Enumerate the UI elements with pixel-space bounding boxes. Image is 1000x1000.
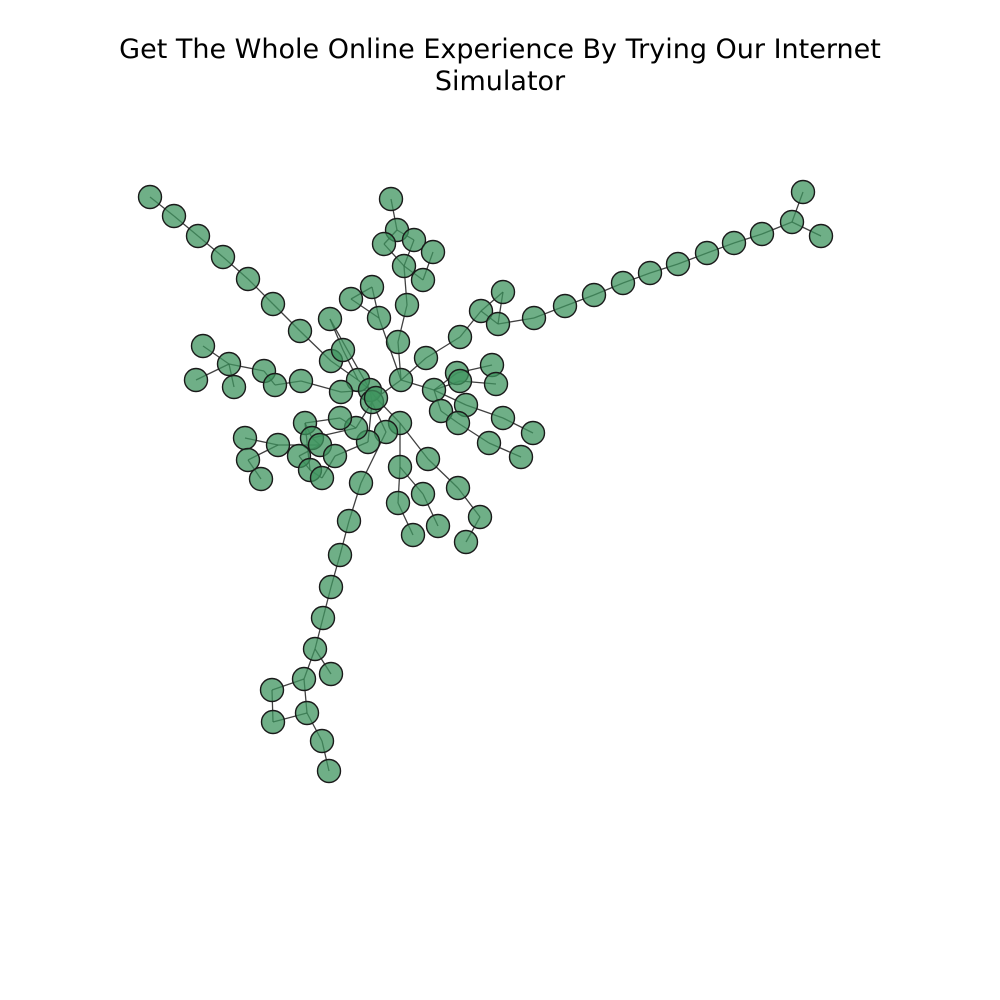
chart-title-line-2: Simulator [434, 66, 566, 97]
graph-node [721, 230, 747, 256]
graph-node [310, 605, 336, 631]
graph-node [447, 324, 473, 350]
graph-node [790, 179, 816, 205]
graph-node [394, 292, 420, 318]
graph-node [485, 311, 511, 337]
graph-node [322, 443, 348, 469]
graph-node [410, 267, 436, 293]
graph-node [371, 231, 397, 257]
graph-node [327, 542, 353, 568]
graph-node [210, 244, 236, 270]
graph-node [445, 475, 471, 501]
graph-node [391, 253, 417, 279]
graph-node [520, 420, 546, 446]
graph-node [749, 221, 775, 247]
graph-node [291, 666, 317, 692]
graph-node [413, 345, 439, 371]
graph-node [302, 636, 328, 662]
chart-title: Get The Whole Online Experience By Tryin… [100, 34, 900, 98]
graph-node [216, 351, 242, 377]
graph-node [508, 444, 534, 470]
graph-node [309, 728, 335, 754]
graph-node [327, 405, 353, 431]
graph-node [490, 405, 516, 431]
graph-node [387, 454, 413, 480]
graph-node [490, 279, 516, 305]
graph-node [401, 227, 427, 253]
graph-node [294, 700, 320, 726]
graph-node [665, 251, 691, 277]
graph-node [808, 223, 834, 249]
graph-node [483, 371, 509, 397]
graph-node [694, 240, 720, 266]
graph-node [388, 367, 414, 393]
graph-node [318, 574, 344, 600]
graph-node [521, 305, 547, 331]
graph-node [260, 291, 286, 317]
graph-node [425, 513, 451, 539]
graph-node [552, 293, 578, 319]
graph-node [366, 305, 392, 331]
graph-node [259, 677, 285, 703]
graph-node [328, 379, 354, 405]
graph-node [161, 203, 187, 229]
graph-node [309, 465, 335, 491]
graph-node [447, 368, 473, 394]
graph-node [415, 446, 441, 472]
graph-node [235, 266, 261, 292]
graph-node [610, 270, 636, 296]
chart-title-line-1: Get The Whole Online Experience By Tryin… [119, 34, 881, 65]
graph-node [476, 430, 502, 456]
graph-node [359, 274, 385, 300]
graph-node [779, 209, 805, 235]
graph-node [445, 410, 471, 436]
graph-node [235, 447, 261, 473]
graph-node [338, 286, 364, 312]
graph-node [378, 186, 404, 212]
graph-node [137, 184, 163, 210]
graph-node [330, 337, 356, 363]
graph-node [221, 374, 247, 400]
graph-node [190, 333, 216, 359]
graph-node [400, 522, 426, 548]
graph-node [410, 481, 436, 507]
graph-node [581, 282, 607, 308]
graph-node [265, 432, 291, 458]
graph-node [385, 329, 411, 355]
graph-node [260, 709, 286, 735]
graph-node [428, 398, 454, 424]
graph-node [637, 260, 663, 286]
graph-node [453, 529, 479, 555]
graph-node [421, 377, 447, 403]
graph-node [316, 758, 342, 784]
graph-node [183, 367, 209, 393]
graph-node [185, 223, 211, 249]
graph-node [232, 425, 258, 451]
graph-node [363, 385, 389, 411]
graph-node [262, 372, 288, 398]
graph-node [248, 466, 274, 492]
graph-node [318, 661, 344, 687]
graph-node [468, 298, 494, 324]
graph-node [467, 504, 493, 530]
graph-nodes [137, 179, 834, 784]
graph-node [317, 306, 343, 332]
graph-node [287, 318, 313, 344]
graph-node [288, 368, 314, 394]
graph-node [420, 239, 446, 265]
graph-node [348, 470, 374, 496]
graph-node [336, 508, 362, 534]
graph-node [385, 490, 411, 516]
